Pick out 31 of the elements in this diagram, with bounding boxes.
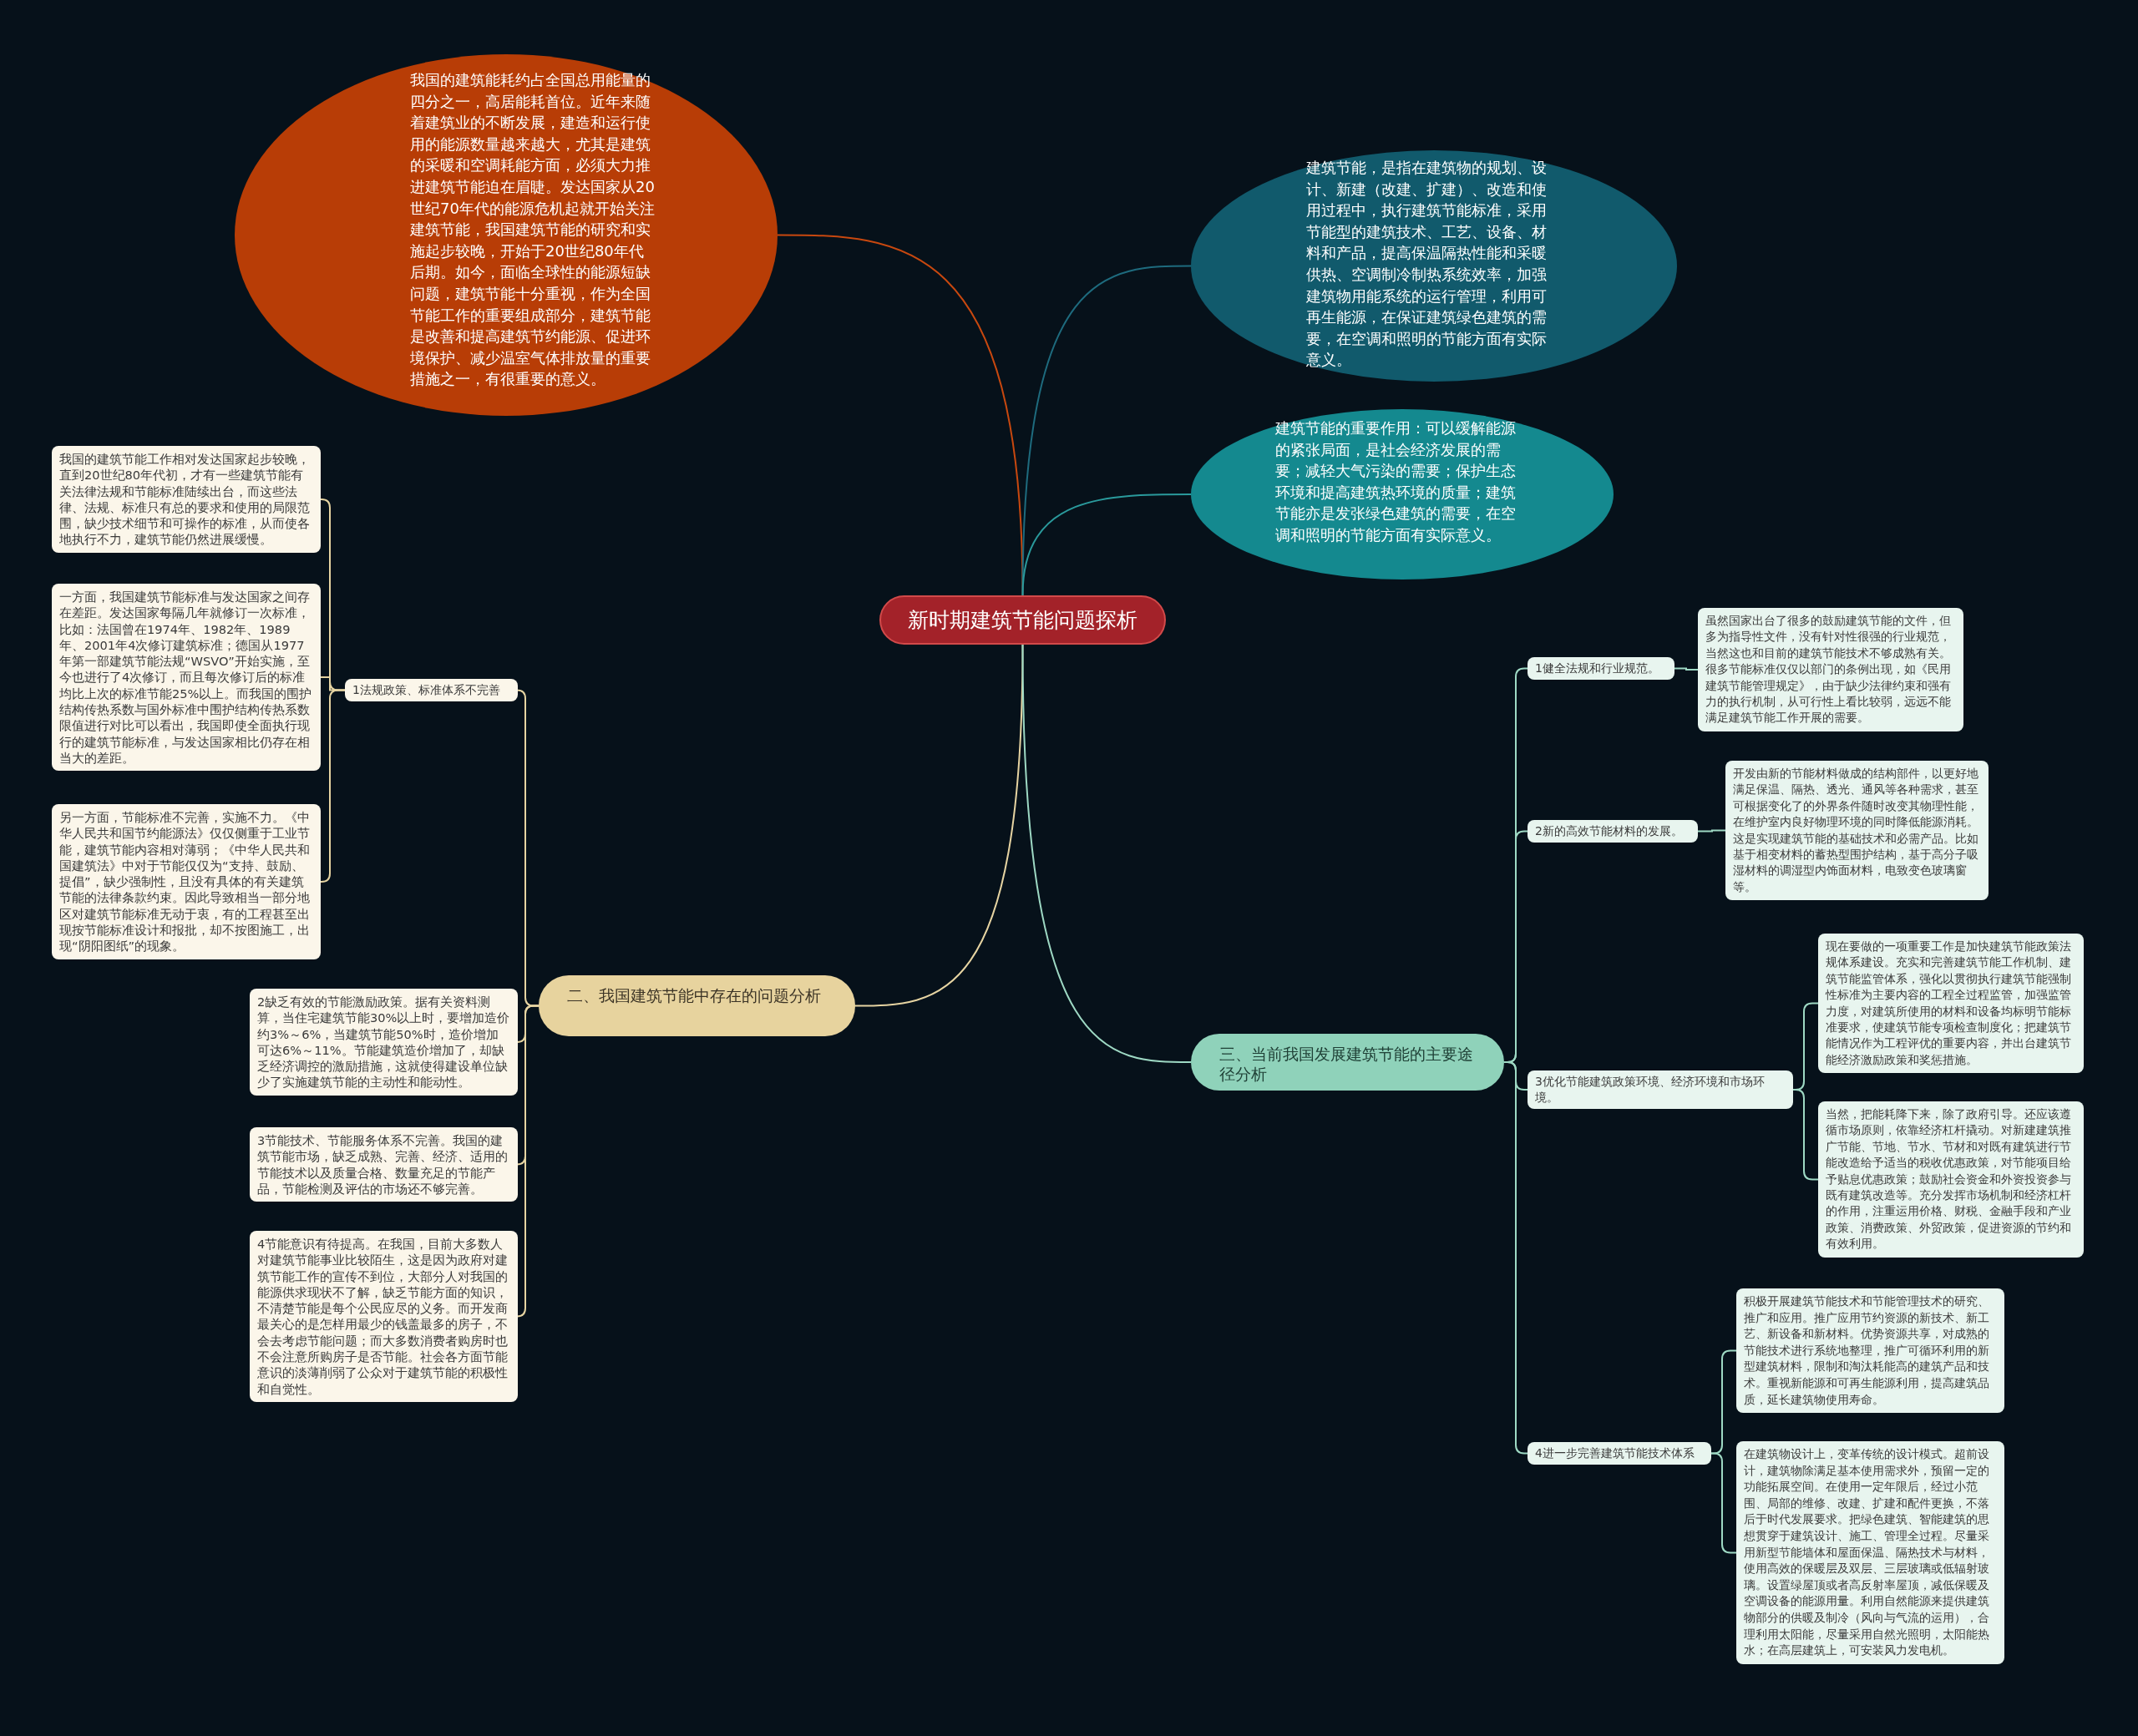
connector-line [1021, 265, 1192, 596]
connector-line [516, 1005, 540, 1318]
text-card: 4节能意识有待提高。在我国，目前大多数人对建筑节能事业比较陌生，这是因为政府对建筑节能工作的宣传不到位，大部分人对我国的能源供求现状不了解，缺乏节能方面的知识，不清楚节能是每个公民应尽的义务。而开发商最关心的是怎样用最少的钱盖最多的房子，不会去考虑节能问题；而大多数消费者购房时也不会注意所购房子是否节能。社会各方面节能意识的淡薄削弱了公众对于建筑节能的积极性和自觉性。 [250, 1231, 518, 1402]
text-card: 虽然国家出台了很多的鼓励建筑节能的文件，但多为指导性文件，没有针对性很强的行业规范，当然这也和目前的建筑节能技术不够成熟有关。很多节能标准仅仅以部门的条例出现，如《民用建筑节能管理规定》，由于缺少法律约束和强有力的执行机制，从可行性上看比较弱，远远不能满足建筑节能工作开展的需要。 [1698, 608, 1963, 731]
text-card: 另一方面，节能标准不完善，实施不力。《中华人民共和国节约能源法》仅仅侧重于工业节能，建筑节能内容相对薄弱；《中华人民共和国建筑法》中对于节能仅仅为“支持、鼓励、提倡”，缺少强制性，且没有具体的有关建筑节能的法律条款约束。因此导致相当一部分地区对建筑节能标准无动于衷，有的工程甚至出现按节能标准设计和报批，却不按图施工，出现“阴阳图纸”的现象。 [52, 804, 321, 959]
text-card: 3节能技术、节能服务体系不完善。我国的建筑节能市场，缺乏成熟、完善、经济、适用的节能技术以及质量合格、数量充足的节能产品，节能检测及评估的市场还不够完善。 [250, 1127, 518, 1202]
text-card: 一方面，我国建筑节能标准与发达国家之间存在差距。发达国家每隔几年就修订一次标准，比如：法国曾在1974年、1982年、1989年、2001年4次修订建筑标准；德国从1977年第一部建筑节能法规“WSVO”开始实施，至今也进行了4次修订，而且每次修订后的标准均比上次的标准节能25%以上。而我国的围护结构传热系数与国外标准中围护结构传热系数限值进行对比可以看出，我国即使全面执行现行的建筑节能标准，与发达国家相比仍存在相当大的差距。 [52, 584, 321, 772]
connector-line [1021, 644, 1192, 1063]
connector-line [320, 689, 346, 883]
central-topic: 新时期建筑节能问题探析 [879, 595, 1166, 645]
subtopic-label: 2新的高效节能材料的发展。 [1528, 820, 1698, 843]
connector-line [854, 644, 1024, 1007]
text-card: 现在要做的一项重要工作是加快建筑节能政策法规体系建设。充实和完善建筑节能工作机制、建筑节能监管体系，强化以贯彻执行建筑节能强制性标准为主要内容的工程全过程监管，加强监管力度，对建筑所使用的材料和设备均标明节能标准要求，使建筑节能专项检查制度化；把建筑节能情况作为工程评优的重要内容，并出台建筑节能经济激励政策和奖惩措施。 [1818, 934, 2084, 1074]
branch-topic: 三、当前我国发展建筑节能的主要途径分析 [1191, 1034, 1504, 1091]
text-card: 当然，把能耗降下来，除了政府引导。还应该遵循市场原则，依靠经济杠杆撬动。对新建建筑推广节能、节地、节水、节材和对既有建筑进行节能改造给予适当的税收优惠政策，对节能项目给予贴息优惠政策；鼓励社会资金和外资投资参与既有建筑改造等。充分发挥市场机制和经济杠杆的作用，注重运用价格、财税、金融手段和产业政策、消费政策、外贸政策，促进资源的节约和有效利用。 [1818, 1101, 2084, 1258]
subtopic-label: 4进一步完善建筑节能技术体系 [1528, 1442, 1711, 1465]
subtopic-label: 3优化节能建筑政策环境、经济环境和市场环境。 [1528, 1070, 1793, 1109]
connector-line [1697, 829, 1726, 833]
subtopic-label: 1法规政策、标准体系不完善 [345, 679, 518, 701]
connector-line [1021, 493, 1192, 596]
connector-line [777, 234, 1024, 596]
bubble-text: 建筑节能的重要作用：可以缓解能源的紧张局面，是社会经济发展的需要；减轻大气污染的需要；保护生态环境和提高建筑热环境的质量；建筑节能亦是发张绿色建筑的需要，在空调和照明的节能方面有实际意义。 [1275, 418, 1517, 545]
text-card: 积极开展建筑节能技术和节能管理技术的研究、推广和应用。推广应用节约资源的新技术、新工艺、新设备和新材料。优势资源共享，对成熟的节能技术进行系统地整理，推广可循环利用的新型建筑材料，限制和淘汰耗能高的建筑产品和技术。重视新能源和可再生能源利用，提高建筑品质，延长建筑物使用寿命。 [1736, 1288, 2004, 1414]
text-card: 在建筑物设计上，变革传统的设计模式。超前设计，建筑物除满足基本使用需求外，预留一定的功能拓展空间。在使用一定年限后，经过小范围、局部的维修、改建、扩建和配件更换，不落后于时代发展要求。把绿色建筑、智能建筑的思想贯穿于建筑设计、施工、管理全过程。尽量采用新型节能墙体和屋面保温、隔热技术与材料，使用高效的保暖层及双层、三层玻璃或低辐射玻璃。设置绿屋顶或者高反射率屋顶，减低保暖及空调设备的能源用量。利用自然能源来提供建筑物部分的供暖及制冷（风向与气流的运用），合理利用太阳能，尽量采用自然光照明，太阳能热水；在高层建筑上，可安装风力发电机。 [1736, 1441, 2004, 1664]
bubble-text: 建筑节能，是指在建筑物的规划、设计、新建（改建、扩建）、改造和使用过程中，执行建筑节能标准，采用节能型的建筑技术、工艺、设备、材料和产品，提高保温隔热性能和采暖供热、空调制冷制热系统效率，加强建筑物用能系统的运行管理，利用可再生能源，在保证建筑绿色建筑的需要，在空调和照明的节能方面有实际意义。 [1306, 158, 1548, 371]
text-card: 我国的建筑节能工作相对发达国家起步较晚，直到20世纪80年代初，才有一些建筑节能有关法律法规和节能标准陆续出台，而这些法律、法规、标准只有总的要求和使用的局限范围，缺少技术细节和可操作的标准，从而使各地执行不力，建筑节能仍然进展缓慢。 [52, 446, 321, 553]
branch-topic: 二、我国建筑节能中存在的问题分析 [539, 975, 855, 1036]
connector-line [1674, 667, 1699, 671]
subtopic-label: 1健全法规和行业规范。 [1528, 657, 1674, 680]
text-card: 2缺乏有效的节能激励政策。据有关资料测算，当住宅建筑节能30%以上时，要增加造价约3%～6%，当建筑节能50%时，造价增加可达6%～11%。节能建筑造价增加了，却缺乏经济调控的激励措施，这就使得建设单位缺少了实施建筑节能的主动性和能动性。 [250, 989, 518, 1096]
text-card: 开发由新的节能材料做成的结构部件，以更好地满足保温、隔热、透光、通风等各种需求，甚至可根据变化了的外界条件随时改变其物理性能，在维护室内良好物理环境的同时降低能源消耗。这是实现建筑节能的基础技术和必需产品。比如基于相变材料的蓄热型围护结构，基于高分子吸湿材料的调湿型内饰面材料，电致变色玻璃窗等。 [1725, 761, 1989, 901]
